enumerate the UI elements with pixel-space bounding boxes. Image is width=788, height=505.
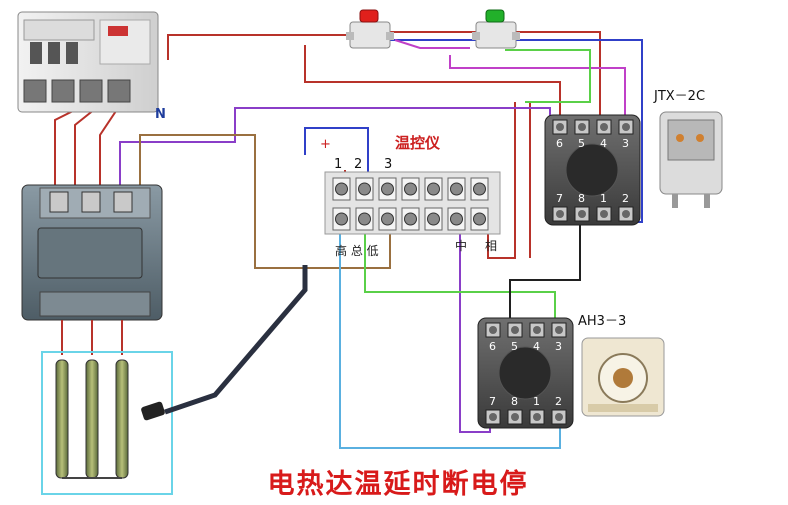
- relay-module: JTX－2C: [653, 89, 723, 208]
- relay-pin-7: 7: [552, 192, 568, 222]
- timer-pin-7: 7: [485, 395, 501, 425]
- controller-terminal-screw: [401, 207, 420, 231]
- terminal-2: 2: [354, 157, 362, 172]
- timer-pin-label: 1: [533, 395, 540, 408]
- controller-terminal-screw: [447, 177, 466, 201]
- controller-terminal-screw: [424, 207, 443, 231]
- controller-terminal-screw: [355, 207, 374, 231]
- controller-terminal-screw: [447, 207, 466, 231]
- relay-pin-label: 4: [600, 137, 607, 150]
- relay-pin-3: 3: [618, 119, 634, 150]
- temperature-probe: [141, 265, 308, 421]
- relay-socket: 6 5 4 3 7 8 1 2: [544, 114, 641, 226]
- plus-sign: +: [320, 137, 331, 152]
- timer-pin-8: 8: [507, 395, 523, 425]
- timer-pin-label: 6: [489, 340, 496, 353]
- controller-terminal-screw: [401, 177, 420, 201]
- timer-pin-4: 4: [529, 322, 545, 353]
- relay-pin-6: 6: [552, 119, 568, 150]
- contactor: [21, 184, 163, 321]
- timer-model: AH3－3: [578, 314, 626, 329]
- timer-pin-label: 7: [489, 395, 496, 408]
- relay-pin-label: 3: [622, 137, 629, 150]
- relay-pin-label: 6: [556, 137, 563, 150]
- stop-button[interactable]: [346, 9, 394, 49]
- controller-terminal-screw: [378, 177, 397, 201]
- controller-terminal-screw: [355, 177, 374, 201]
- controller-terminals: [332, 177, 489, 231]
- neutral-label: N: [155, 107, 166, 122]
- timer-pin-6: 6: [485, 322, 501, 353]
- magenta-wire: [394, 39, 626, 118]
- relay-pin-1: 1: [596, 192, 612, 222]
- timer-pin-label: 3: [555, 340, 562, 353]
- timer-module: AH3－3: [578, 314, 665, 417]
- controller-terminal-screw: [470, 177, 489, 201]
- timer-socket: 6 5 4 3 7 8 1 2: [477, 317, 574, 429]
- timer-pin-label: 5: [511, 340, 518, 353]
- relay-pin-label: 5: [578, 137, 585, 150]
- xiang-label: 相: [485, 239, 497, 253]
- relay-pin-label: 7: [556, 192, 563, 205]
- relay-pin-8: 8: [574, 192, 590, 222]
- terminal-1: 1: [334, 157, 342, 172]
- green-wire-left: [364, 230, 556, 320]
- temperature-controller: 温控仪 + 1 2 3 高 总 低 中 相: [320, 134, 501, 258]
- timer-pin-label: 8: [511, 395, 518, 408]
- lightblue-wire: [339, 230, 561, 449]
- start-button[interactable]: [472, 9, 520, 49]
- relay-model: JTX－2C: [653, 89, 705, 104]
- controller-name: 温控仪: [395, 134, 441, 152]
- relay-pin-5: 5: [574, 119, 590, 150]
- timer-pin-5: 5: [507, 322, 523, 353]
- timer-pin-1: 1: [529, 395, 545, 425]
- timer-pin-3: 3: [551, 322, 567, 353]
- controller-terminal-screw: [424, 177, 443, 201]
- relay-pin-label: 1: [600, 192, 607, 205]
- zhong-label: 中: [455, 238, 467, 253]
- black-wire: [509, 225, 581, 320]
- relay-pin-4: 4: [596, 119, 612, 150]
- timer-pin-label: 4: [533, 340, 540, 353]
- green-wire-top: [505, 49, 591, 103]
- controller-terminal-screw: [470, 207, 489, 231]
- controller-terminal-screw: [332, 207, 351, 231]
- relay-pins: 6 5 4 3 7 8 1 2: [552, 119, 634, 222]
- relay-pin-label: 2: [622, 192, 629, 205]
- controller-terminal-screw: [378, 207, 397, 231]
- heaters: [41, 320, 173, 495]
- timer-pin-2: 2: [551, 395, 567, 425]
- brown-wire: [139, 134, 391, 269]
- terminal-3: 3: [384, 157, 392, 172]
- relay-pin-2: 2: [618, 192, 634, 222]
- purple-wire: [119, 107, 551, 190]
- timer-pins: 6 5 4 3 7 8 1 2: [485, 322, 567, 425]
- controller-bottom-labels: 高 总 低: [335, 243, 379, 258]
- controller-terminal-screw: [332, 177, 351, 201]
- timer-pin-label: 2: [555, 395, 562, 408]
- diagram-title: 电热达温延时断电停: [267, 469, 529, 500]
- relay-pin-label: 8: [578, 192, 585, 205]
- circuit-breaker: N: [17, 11, 166, 122]
- blue-wire-2: [304, 127, 369, 190]
